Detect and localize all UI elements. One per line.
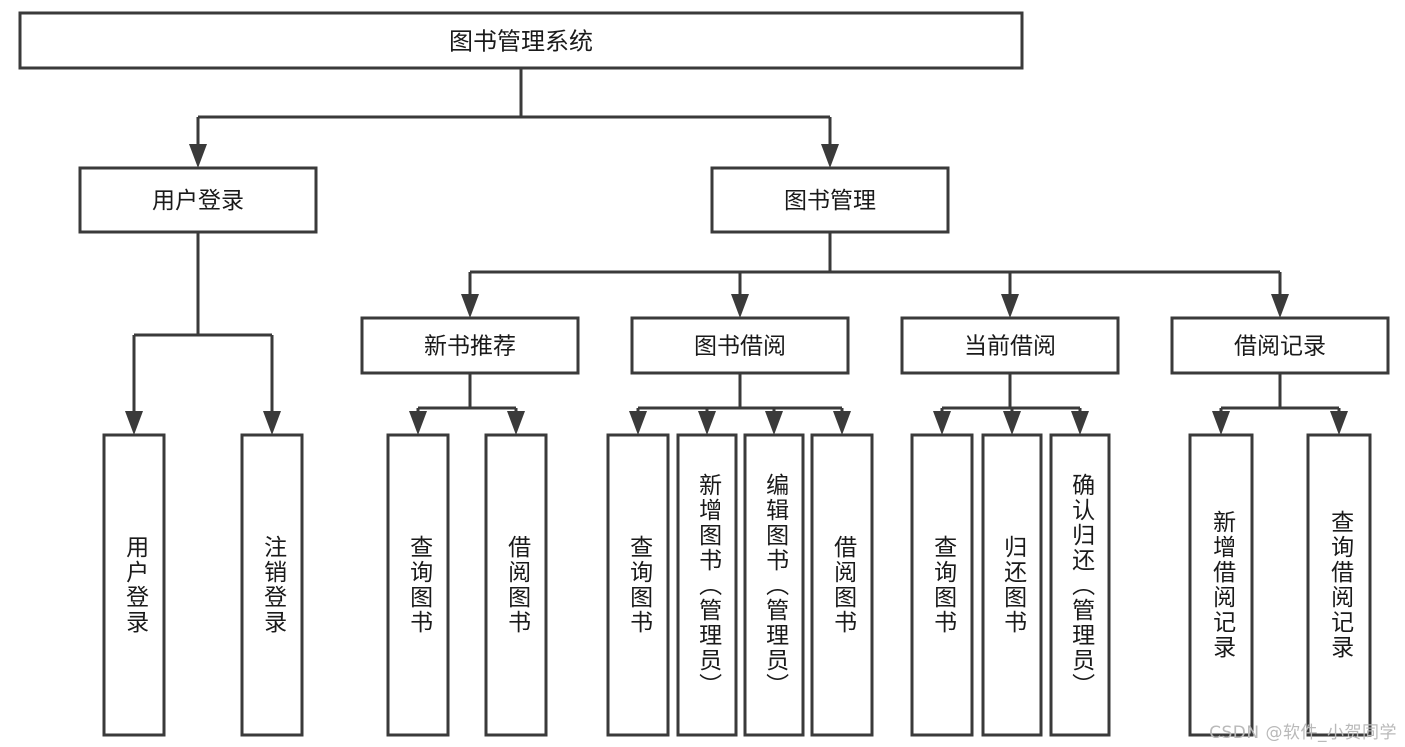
node-当前借阅[interactable] <box>900 316 1120 375</box>
node-leaf-查询图书[interactable] <box>910 433 974 737</box>
node-图书借阅[interactable] <box>630 316 850 375</box>
node-图书管理-label: 图书管理 <box>784 188 876 214</box>
arrow-head-icon <box>731 294 749 318</box>
connectors-layer <box>125 68 1348 435</box>
node-leaf-查询图书[interactable] <box>386 433 450 737</box>
node-leaf-新增借阅记录[interactable] <box>1188 433 1254 737</box>
arrow-head-icon <box>629 411 647 435</box>
arrow-head-icon <box>1001 294 1019 318</box>
node-leaf-用户登录[interactable] <box>102 433 166 737</box>
node-root-图书管理系统[interactable] <box>18 11 1024 70</box>
node-leaf-借阅图书[interactable] <box>484 433 548 737</box>
node-用户登录-label: 用户登录 <box>152 188 244 214</box>
node-借阅记录-label: 借阅记录 <box>1234 334 1326 360</box>
node-图书借阅-label: 图书借阅 <box>694 334 786 360</box>
arrow-head-icon <box>461 294 479 318</box>
arrow-head-icon <box>409 411 427 435</box>
arrow-head-icon <box>933 411 951 435</box>
node-用户登录[interactable] <box>78 166 318 234</box>
arrow-head-icon <box>507 411 525 435</box>
node-当前借阅-label: 当前借阅 <box>964 334 1056 360</box>
arrow-head-icon <box>1071 411 1089 435</box>
arrow-head-icon <box>263 411 281 435</box>
node-leaf-查询借阅记录[interactable] <box>1306 433 1372 737</box>
arrow-head-icon <box>765 411 783 435</box>
node-leaf-确认归还管理员[interactable] <box>1049 433 1111 737</box>
arrow-head-icon <box>1271 294 1289 318</box>
node-leaf-借阅图书[interactable] <box>810 433 874 737</box>
node-root-图书管理系统-label: 图书管理系统 <box>449 28 593 56</box>
arrow-head-icon <box>125 411 143 435</box>
arrow-head-icon <box>1212 411 1230 435</box>
arrow-head-icon <box>833 411 851 435</box>
node-新书推荐-label: 新书推荐 <box>424 334 516 360</box>
watermark-credit: CSDN @软件_小贺同学 <box>1209 723 1397 743</box>
node-图书管理[interactable] <box>710 166 950 234</box>
node-leaf-查询图书[interactable] <box>606 433 670 737</box>
arrow-head-icon <box>1330 411 1348 435</box>
node-leaf-注销登录[interactable] <box>240 433 304 737</box>
arrow-head-icon <box>189 144 207 168</box>
node-leaf-新增图书管理员[interactable] <box>676 433 738 737</box>
arrow-head-icon <box>698 411 716 435</box>
node-leaf-归还图书[interactable] <box>981 433 1043 737</box>
arrow-head-icon <box>821 144 839 168</box>
node-新书推荐[interactable] <box>360 316 580 375</box>
node-leaf-编辑图书管理员[interactable] <box>743 433 805 737</box>
node-借阅记录[interactable] <box>1170 316 1390 375</box>
arrow-head-icon <box>1003 411 1021 435</box>
